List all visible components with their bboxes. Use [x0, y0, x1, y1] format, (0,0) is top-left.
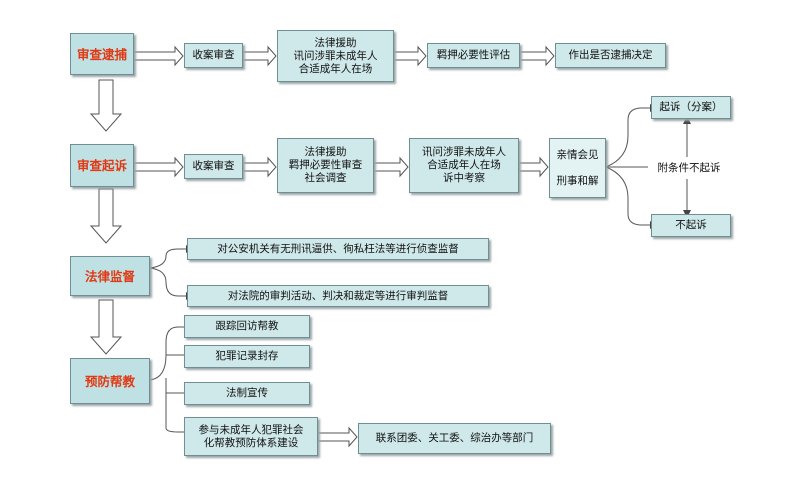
- outcome-prosecute: 起诉（分案）: [651, 96, 731, 119]
- prevention-follow-up: 跟踪回访帮教: [184, 315, 310, 338]
- arrow-r1-1: [133, 45, 184, 67]
- supervision-trial: 对法院的审判活动、判决和裁定等进行审判监督: [187, 285, 489, 307]
- prevention-bracket: [149, 326, 184, 433]
- arrow-r2-3: [373, 156, 409, 178]
- arrow-r2-4: [518, 156, 549, 178]
- outcome-non-prosecution: 不起诉: [651, 214, 731, 237]
- r2-step-family-visit: 亲情会见 刑事和解: [549, 138, 606, 198]
- arrow-down-1: [89, 79, 123, 132]
- arrow-down-2: [89, 188, 123, 244]
- arrow-r1-3: [393, 45, 427, 67]
- prevention-liaison: 联系团委、关工委、综治办等部门: [358, 423, 551, 454]
- arrow-r1-4: [519, 45, 555, 67]
- r1-step-legal-aid: 法律援助 讯问涉罪未成年人 合适成年人在场: [277, 30, 394, 82]
- arrow-down-3: [89, 299, 123, 355]
- vertical-arrowhead-up: [683, 116, 691, 124]
- prevention-system-building: 参与未成年人犯罪社会 化帮教预防体系建设: [184, 417, 318, 456]
- outcome-bracket: [605, 107, 650, 226]
- category-review-prosecution: 审查起诉: [70, 144, 134, 187]
- supervision-investigation: 对公安机关有无刑讯逼供、徇私枉法等进行侦查监督: [187, 238, 489, 260]
- r1-step-intake: 收案审查: [184, 43, 243, 68]
- r2-step-intake: 收案审查: [184, 154, 243, 179]
- category-legal-supervision: 法律监督: [70, 256, 150, 296]
- category-prevention-help: 预防帮教: [70, 358, 150, 404]
- arrow-r2-2: [242, 156, 277, 178]
- prevention-legal-education: 法制宣传: [184, 382, 310, 405]
- r1-step-arrest-decision: 作出是否逮捕决定: [555, 43, 666, 68]
- category-review-arrest: 审查逮捕: [70, 33, 134, 75]
- arrow-r4-link: [317, 426, 358, 448]
- r2-step-legal-aid: 法律援助 羁押必要性审查 社会调查: [277, 138, 374, 193]
- prevention-record-sealing: 犯罪记录封存: [184, 345, 310, 368]
- r1-step-detention-assessment: 羁押必要性评估: [427, 43, 520, 68]
- supervision-bracket: [149, 248, 186, 297]
- outcome-conditional-non-prosecution: 附条件不起诉: [648, 157, 730, 179]
- arrow-r1-2: [242, 45, 277, 67]
- arrow-r2-1: [133, 156, 184, 178]
- r2-step-interrogation: 讯问涉罪未成年人 合适成年人在场 诉中考察: [409, 138, 519, 193]
